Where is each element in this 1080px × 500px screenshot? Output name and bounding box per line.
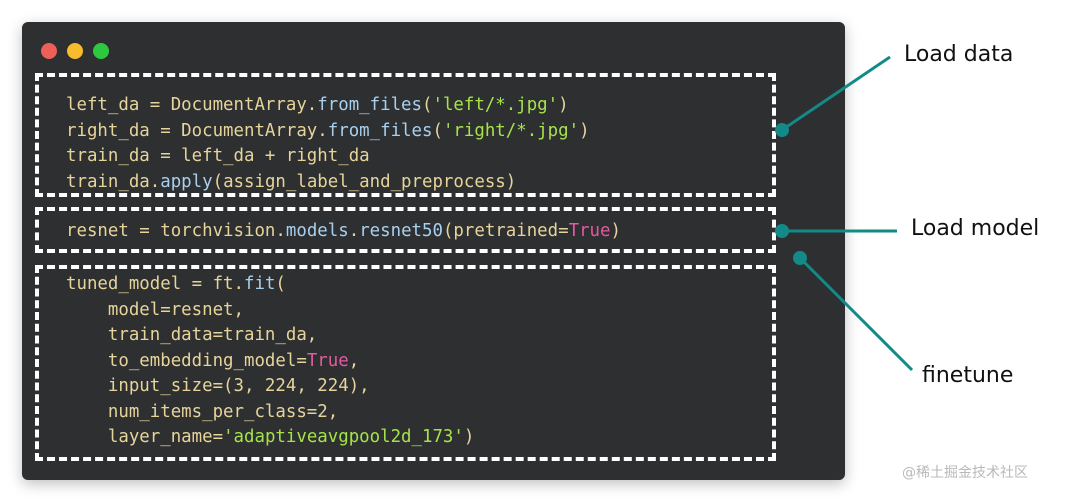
code-token: ) [558, 95, 569, 115]
watermark: @稀土掘金技术社区 [902, 465, 1028, 481]
code-token: fit [244, 274, 276, 294]
code-token: train_da. [66, 171, 161, 192]
load-model-label: Load model [911, 216, 1040, 241]
code-token: left_da = DocumentArray. [66, 95, 318, 115]
code-line: train_da.apply(assign_label_and_preproce… [66, 172, 516, 192]
code-line: resnet = torchvision.models.resnet50(pre… [66, 221, 621, 241]
code-editor-window: left_da = DocumentArray.from_files('left… [22, 22, 845, 480]
code-token: apply [160, 171, 213, 192]
load-data-box [35, 73, 776, 197]
load-model-box [35, 207, 776, 253]
code-line: to_embedding_model=True, [66, 351, 359, 371]
code-line: right_da = DocumentArray.from_files('rig… [66, 121, 590, 141]
code-line: num_items_per_class=2, [66, 402, 338, 422]
code-line: input_size=(3, 224, 224), [66, 376, 370, 396]
code-token: 'right/*.jpg' [442, 120, 580, 141]
code-token: tuned_model = ft. [66, 274, 244, 294]
code-token: from_files [317, 95, 422, 115]
code-token: . [348, 221, 360, 241]
code-token: ) [463, 427, 475, 447]
load-data-label: Load data [904, 42, 1014, 67]
code-token: layer_name= [66, 427, 224, 447]
code-token: from_files [327, 120, 433, 141]
finetune-code: tuned_model = ft.fit( model=resnet, trai… [66, 272, 474, 451]
code-token: to_embedding_model= [66, 350, 307, 371]
code-token: , [348, 350, 360, 371]
code-token: ( [275, 274, 286, 294]
code-line: model=resnet, [66, 300, 244, 320]
load-model-code: resnet = torchvision.models.resnet50(pre… [66, 219, 621, 245]
code-token: models [285, 221, 349, 241]
code-token: resnet50 [359, 221, 443, 241]
code-token: model=resnet, [66, 299, 244, 320]
code-line: left_da = DocumentArray.from_files('left… [66, 95, 569, 115]
code-token: (pretrained= [442, 221, 569, 241]
maximize-window-button[interactable] [93, 43, 109, 59]
finetune-box [35, 265, 776, 461]
code-token: input_size=(3, 224, 224), [66, 376, 370, 396]
code-token: 'left/*.jpg' [432, 95, 559, 115]
code-token: True [306, 350, 349, 371]
code-token: resnet = torchvision. [66, 221, 286, 241]
finetune-label: finetune [922, 363, 1014, 388]
code-token: ( [432, 120, 443, 141]
code-token: right_da = DocumentArray. [66, 120, 328, 141]
code-token: 'adaptiveavgpool2d_173' [223, 427, 464, 447]
load-data-code: left_da = DocumentArray.from_files('left… [66, 93, 590, 195]
code-token: ( [421, 95, 433, 115]
close-window-button[interactable] [41, 43, 57, 59]
code-line: layer_name='adaptiveavgpool2d_173') [66, 427, 474, 447]
minimize-window-button[interactable] [67, 43, 83, 59]
code-token: True [568, 221, 611, 241]
code-line: tuned_model = ft.fit( [66, 274, 286, 294]
code-token: ) [579, 120, 590, 141]
code-token: ) [610, 221, 621, 241]
code-line: train_data=train_da, [66, 325, 317, 345]
code-token: (assign_label_and_preprocess) [212, 171, 517, 192]
code-token: train_data=train_da, [66, 325, 318, 345]
code-token: train_da = left_da + right_da [66, 146, 370, 166]
code-line: train_da = left_da + right_da [66, 146, 370, 166]
code-token: num_items_per_class=2, [66, 401, 339, 422]
